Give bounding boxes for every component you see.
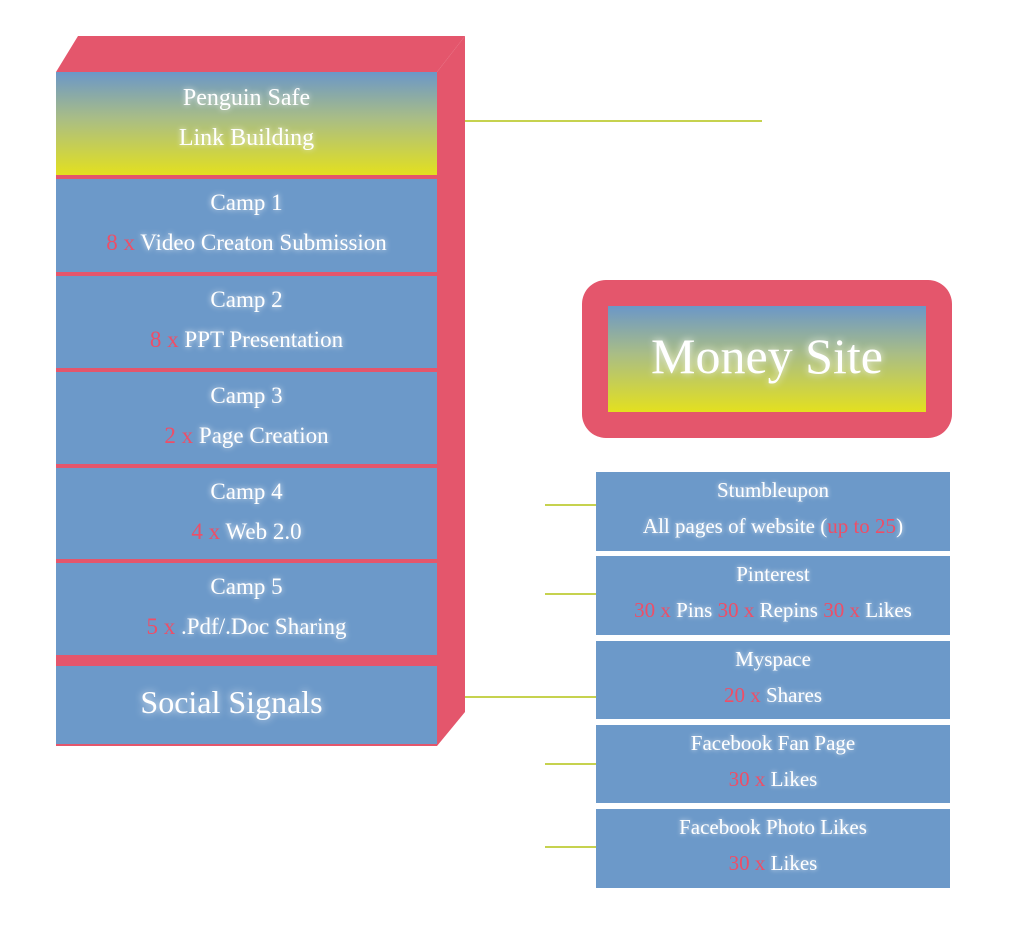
header-box: Penguin Safe Link Building (56, 72, 437, 175)
camp-count: 8 x (149, 327, 179, 352)
signal-box-stumbleupon: Stumbleupon All pages of website (up to … (596, 472, 950, 551)
camp-box-1: Camp 1 8 x Video Creaton Submission (56, 179, 437, 272)
camp-desc: Page Creation (198, 423, 329, 448)
signal-count: 30 x (728, 851, 766, 875)
signal-desc: Shares (766, 683, 822, 707)
signal-title: Pinterest (736, 562, 810, 586)
social-signals-box: Social Signals (56, 666, 437, 744)
camp-title: Camp 1 (210, 190, 283, 215)
signal-desc: Likes (770, 851, 818, 875)
signal-count: 30 x (717, 598, 755, 622)
signal-count: 30 x (728, 767, 766, 791)
camp-desc: Video Creaton Submission (140, 230, 387, 255)
header-line-2: Link Building (178, 125, 315, 151)
social-signals-label: Social Signals (140, 684, 323, 720)
signal-count: 30 x (634, 598, 671, 622)
camp-box-2: Camp 2 8 x PPT Presentation (56, 276, 437, 368)
signal-count: 20 x (724, 683, 761, 707)
camp-count: 5 x (146, 614, 176, 639)
camp-title: Camp 4 (210, 479, 283, 504)
block-top-face (56, 36, 465, 72)
signal-title: Facebook Photo Likes (679, 815, 867, 839)
camp-desc: .Pdf/.Doc Sharing (181, 614, 347, 639)
signal-highlight: up to 25 (827, 514, 897, 538)
camp-title: Camp 2 (210, 287, 283, 312)
camp-desc: Web 2.0 (225, 519, 302, 544)
signal-desc: Likes (770, 767, 818, 791)
signal-title: Facebook Fan Page (690, 731, 856, 755)
camp-box-4: Camp 4 4 x Web 2.0 (56, 468, 437, 559)
signal-desc: Pins (676, 598, 713, 622)
signal-desc-end: ) (896, 514, 904, 538)
signal-title: Myspace (735, 647, 811, 671)
signal-box-facebook-fan-page: Facebook Fan Page 30 x Likes (596, 725, 950, 803)
camp-title: Camp 3 (210, 383, 283, 408)
header-line-1: Penguin Safe (182, 85, 311, 111)
signal-count: 30 x (823, 598, 860, 622)
camp-title: Camp 5 (210, 574, 283, 599)
signal-title: Stumbleupon (716, 478, 829, 502)
block-side-face (437, 36, 465, 746)
signal-box-facebook-photo-likes: Facebook Photo Likes 30 x Likes (596, 809, 950, 888)
camp-count: 2 x (164, 423, 194, 448)
camp-box-5: Camp 5 5 x .Pdf/.Doc Sharing (56, 563, 437, 655)
camp-box-3: Camp 3 2 x Page Creation (56, 372, 437, 464)
signal-box-myspace: Myspace 20 x Shares (596, 641, 950, 719)
signal-box-pinterest: Pinterest 30 x Pins 30 x Repins 30 x Lik… (596, 556, 950, 635)
camp-count: 4 x (191, 519, 221, 544)
signal-desc: Repins (759, 598, 818, 622)
camp-desc: PPT Presentation (184, 327, 344, 352)
camp-count: 8 x (106, 230, 135, 255)
money-site-label: Money Site (651, 328, 883, 384)
signal-desc: All pages of website ( (642, 514, 828, 538)
signal-desc: Likes (865, 598, 912, 622)
money-site-box: Money Site (608, 306, 926, 412)
